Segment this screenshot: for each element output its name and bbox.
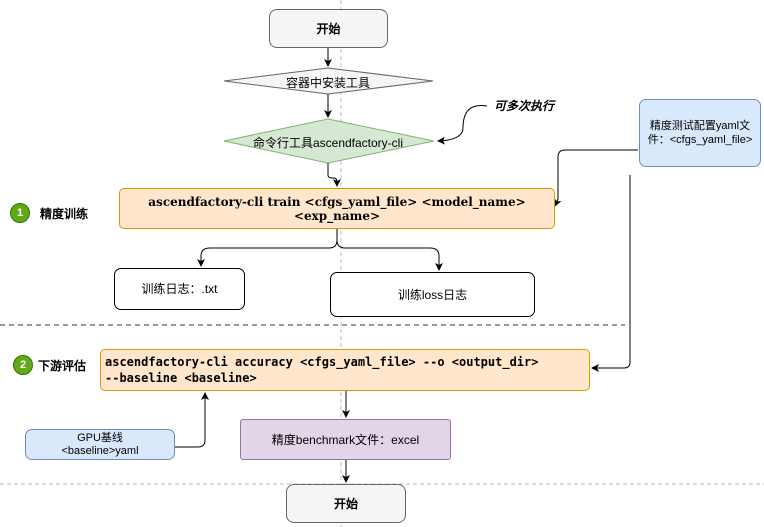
edge-yaml-accuracy	[591, 175, 631, 372]
edge-yaml-train	[554, 149, 638, 207]
install-tools-label: 容器中安装工具	[285, 76, 370, 90]
start-node-top: 开始	[269, 9, 388, 48]
step-1-label: 1 精度训练	[10, 203, 88, 223]
step-1-text: 精度训练	[40, 206, 89, 221]
gpu-baseline-node: GPU基线<baseline>yaml	[25, 429, 175, 460]
edge-cli-train	[327, 163, 341, 187]
train-command-node: ascendfactory-cli train <cfgs_yaml_file>…	[119, 188, 555, 229]
cli-tool-label: 命令行工具ascendfactory-cli	[252, 136, 404, 150]
accuracy-command-line2: --baseline <baseline>	[105, 371, 257, 385]
repeatable-note: 可多次执行	[494, 99, 555, 113]
step-2-badge: 2	[13, 355, 33, 375]
step-2-text: 下游评估	[38, 358, 87, 373]
edge-repeat-loop	[437, 104, 488, 145]
benchmark-file-node: 精度benchmark文件：excel	[240, 419, 451, 460]
train-log-node: 训练日志：.txt	[114, 268, 245, 310]
edge-train-losslog	[336, 229, 443, 271]
step-2-label: 2 下游评估	[13, 355, 86, 375]
accuracy-command-node: ascendfactory-cli accuracy <cfgs_yaml_fi…	[100, 349, 590, 391]
edge-gpu-accuracy	[175, 392, 209, 448]
yaml-config-node: 精度测试配置yaml文件：<cfgs_yaml_file>	[639, 99, 761, 167]
step-1-badge: 1	[10, 203, 30, 223]
loss-log-node: 训练loss日志	[330, 272, 535, 317]
edge-train-txtlog	[197, 229, 338, 267]
accuracy-command-line1: ascendfactory-cli accuracy <cfgs_yaml_fi…	[105, 355, 539, 369]
start-node-bottom: 开始	[286, 484, 406, 523]
